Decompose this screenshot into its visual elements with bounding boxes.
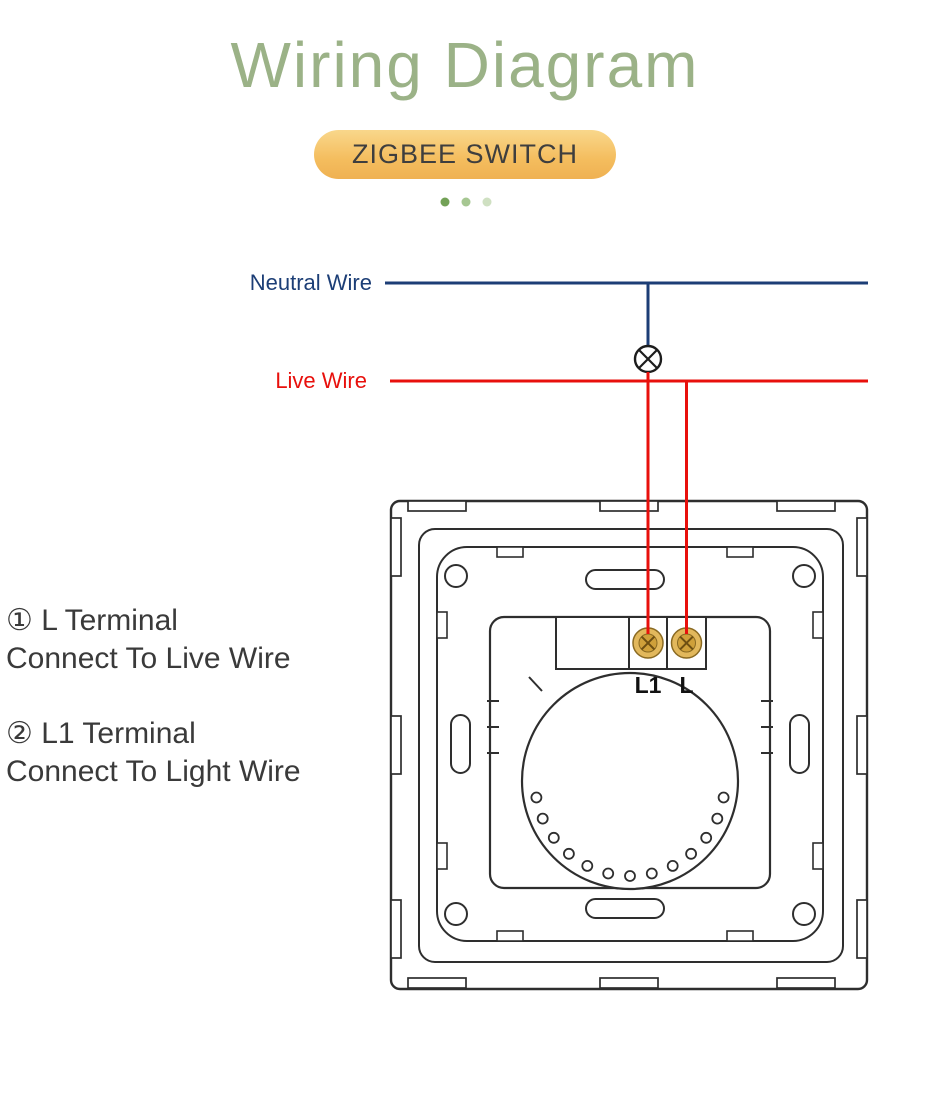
plate-marks [436, 546, 824, 942]
module-ticks [487, 676, 773, 754]
terminal-screw-l1 [632, 627, 664, 659]
neutral-wire-line [385, 281, 868, 346]
note-line: ② L1 Terminal [6, 717, 196, 750]
neutral-wire-label: Neutral Wire [249, 270, 372, 295]
zigbee-switch-badge: ZIGBEE SWITCH [313, 130, 617, 179]
note-l-terminal: ① L Terminal Connect To Live Wire [6, 602, 301, 678]
note-line: ① L Terminal [6, 604, 178, 637]
terminal-label-l: L [679, 672, 693, 698]
lamp-icon [633, 344, 663, 374]
switch-mechanism-circle [520, 671, 740, 891]
note-line: Connect To Light Wire [6, 755, 301, 788]
page-title: Wiring Diagram [230, 29, 700, 101]
terminal-screw-l [670, 627, 703, 659]
mounting-slots [450, 569, 810, 919]
terminal-label-l1: L1 [635, 672, 662, 698]
vent-holes [530, 791, 730, 882]
live-wire-label: Live Wire [275, 368, 367, 393]
carousel-dot-1 [440, 197, 450, 207]
carousel-dots [440, 197, 492, 207]
frame-notches [390, 500, 868, 989]
carousel-dot-2 [461, 197, 471, 207]
live-drop-wires [646, 372, 688, 634]
terminal-notes: ① L Terminal Connect To Live Wire ② L1 T… [6, 602, 301, 791]
switch-body [389, 499, 869, 991]
note-l1-terminal: ② L1 Terminal Connect To Light Wire [6, 715, 301, 791]
corner-screw-holes [444, 564, 816, 926]
note-line: Connect To Live Wire [6, 642, 291, 675]
carousel-dot-3 [482, 197, 492, 207]
